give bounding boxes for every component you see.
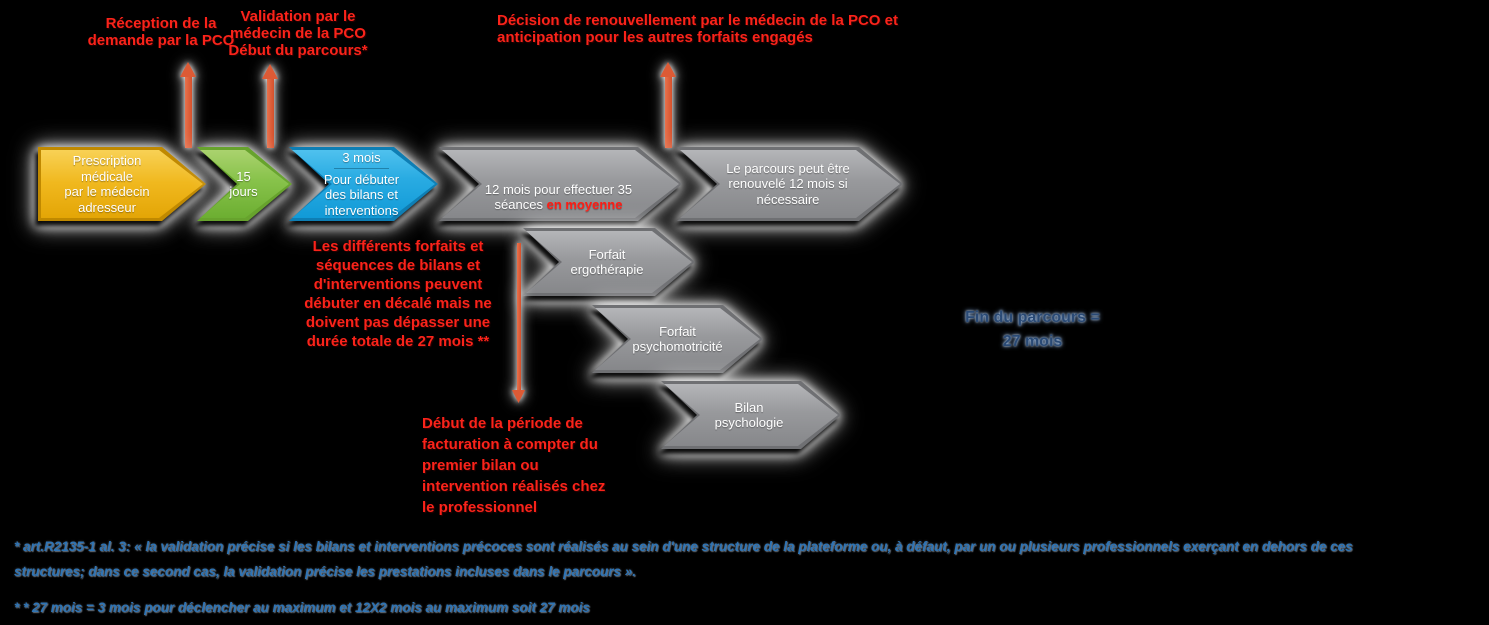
- divider-line: [333, 167, 390, 169]
- step-label: Prescription médicale par le médecin adr…: [64, 153, 150, 215]
- note-forfaits-decale: Les différents forfaits et séquences de …: [304, 238, 492, 350]
- note-facturation: Début de la période de facturation à com…: [422, 415, 606, 516]
- step-renouvellement: Le parcours peut être renouvelé 12 mois …: [677, 147, 903, 221]
- step-label: Forfait psychomotricité: [632, 323, 723, 355]
- arrow-head-icon: [660, 62, 676, 77]
- arrow-up-decision: [660, 62, 676, 148]
- arrow-up-validation: [262, 64, 278, 148]
- step-forfait-psychomotricite: Forfait psychomotricité: [592, 305, 763, 373]
- callout-validation: Validation par le médecin de la PCO Débu…: [228, 8, 368, 59]
- step-label: Le parcours peut être renouvelé 12 mois …: [726, 160, 850, 207]
- arrow-down-facturation: [512, 243, 525, 403]
- arrow-head-icon: [180, 62, 196, 77]
- arrow-stem: [184, 77, 192, 148]
- label-fin-parcours: Fin du parcours = 27 mois: [965, 309, 1100, 350]
- step-label: Bilan psychologie: [714, 399, 784, 431]
- step-label: Forfait ergothérapie: [570, 246, 644, 278]
- arrow-head-icon: [512, 390, 525, 403]
- step-label-highlight: en moyenne: [546, 197, 623, 212]
- arrow-stem: [266, 79, 274, 148]
- step-title: 3 mois: [342, 150, 381, 165]
- step-15-jours: 15 jours: [197, 147, 292, 221]
- arrow-stem: [516, 243, 521, 390]
- footnote-1: * art.R2135-1 al. 3: « la validation pré…: [14, 539, 1353, 579]
- step-label: 15 jours: [229, 168, 258, 200]
- arrow-stem: [664, 77, 672, 148]
- callout-reception: Réception de la demande par la PCO: [87, 15, 235, 49]
- callout-decision: Décision de renouvellement par le médeci…: [497, 12, 898, 46]
- arrow-head-icon: [262, 64, 278, 79]
- step-bilan-psychologie: Bilan psychologie: [661, 381, 841, 449]
- step-forfait-ergotherapie: Forfait ergothérapie: [523, 228, 695, 296]
- step-12-mois-35-seances: 12 mois pour effectuer 35 séances en moy…: [439, 147, 682, 221]
- footnotes: * art.R2135-1 al. 3: « la validation pré…: [14, 534, 1478, 617]
- step-3-mois: 3 mois Pour débuter des bilans et interv…: [289, 147, 438, 221]
- footnote-2: * * 27 mois = 3 mois pour déclencher au …: [14, 600, 590, 615]
- step-label: 12 mois pour effectuer 35 séances: [484, 181, 633, 213]
- step-label: Pour débuter des bilans et interventions: [323, 171, 400, 218]
- step-prescription-medicale: Prescription médicale par le médecin adr…: [38, 147, 206, 221]
- arrow-up-reception: [180, 62, 196, 148]
